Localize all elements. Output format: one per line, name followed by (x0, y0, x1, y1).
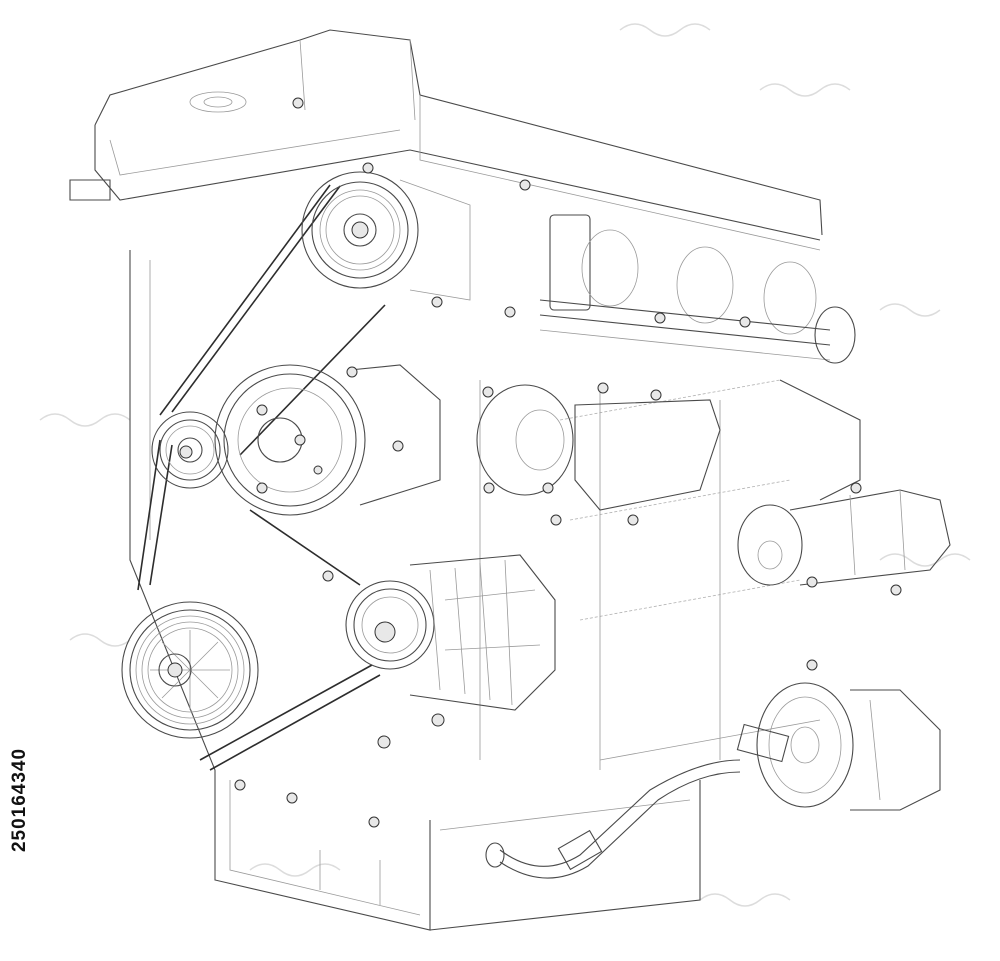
crankshaft-pulley (121, 601, 259, 739)
serpentine-belt (137, 184, 386, 771)
tensioner-pulley (151, 411, 229, 489)
valve-cover (69, 29, 823, 251)
idler-pulley-top (301, 171, 471, 301)
stock-id-label: 250164340 (6, 700, 34, 900)
water-pump-pulley (214, 364, 441, 516)
intake-ports (539, 214, 856, 364)
watermark-pattern (39, 23, 971, 907)
engine-block (129, 250, 861, 931)
oil-filter (756, 682, 941, 811)
head-bolts (234, 97, 818, 828)
thermostat-housing (476, 382, 721, 526)
starter-motor (737, 482, 951, 596)
oil-pipe (485, 723, 790, 879)
alternator (345, 554, 556, 749)
stock-id-text: 250164340 (9, 747, 31, 853)
